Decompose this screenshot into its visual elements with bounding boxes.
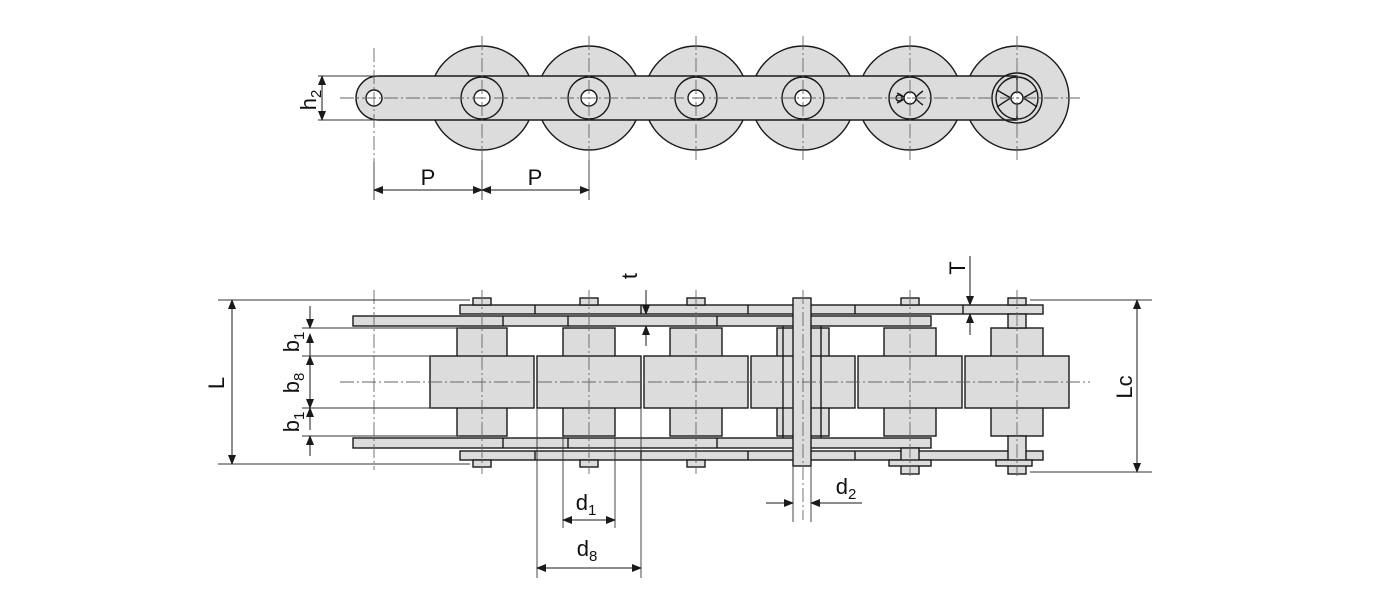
label-d2: d2 xyxy=(836,474,857,503)
label-h2: h2 xyxy=(296,90,325,111)
label-b1-bottom: b1 xyxy=(279,412,308,433)
label-t-small: t xyxy=(617,273,642,279)
label-t-large: T xyxy=(945,261,970,274)
label-d8: d8 xyxy=(577,536,598,565)
cotter-washer xyxy=(995,459,1033,467)
dimension-h2: h2 xyxy=(296,75,378,121)
inner-plate-top xyxy=(352,315,932,327)
label-l: L xyxy=(204,377,229,389)
dimension-d8: d8 xyxy=(536,408,642,578)
outer-plate-top xyxy=(459,304,1044,315)
label-p-first: P xyxy=(421,165,436,190)
side-view: h2 P P xyxy=(296,36,1080,200)
label-d1: d1 xyxy=(576,490,597,519)
label-lc: Lc xyxy=(1112,375,1137,398)
dimension-d1: d1 xyxy=(562,436,616,528)
label-b1-top: b1 xyxy=(279,332,308,353)
outer-plate-bottom xyxy=(459,450,1044,461)
dimension-pitch: P P xyxy=(373,160,590,200)
plan-view: L Lc b1 b8 b1 t xyxy=(204,256,1152,578)
dimension-t-small: t xyxy=(617,273,650,346)
label-p-second: P xyxy=(528,165,543,190)
inner-plate-bottom xyxy=(352,437,932,449)
label-b8: b8 xyxy=(279,373,308,394)
dimension-l: L xyxy=(204,299,470,465)
dimension-d2: d2 xyxy=(766,466,862,522)
dimension-t-large: T xyxy=(945,256,974,335)
dimension-lc: Lc xyxy=(1030,299,1152,473)
dimension-b-stack: b1 b8 b1 xyxy=(279,306,460,456)
